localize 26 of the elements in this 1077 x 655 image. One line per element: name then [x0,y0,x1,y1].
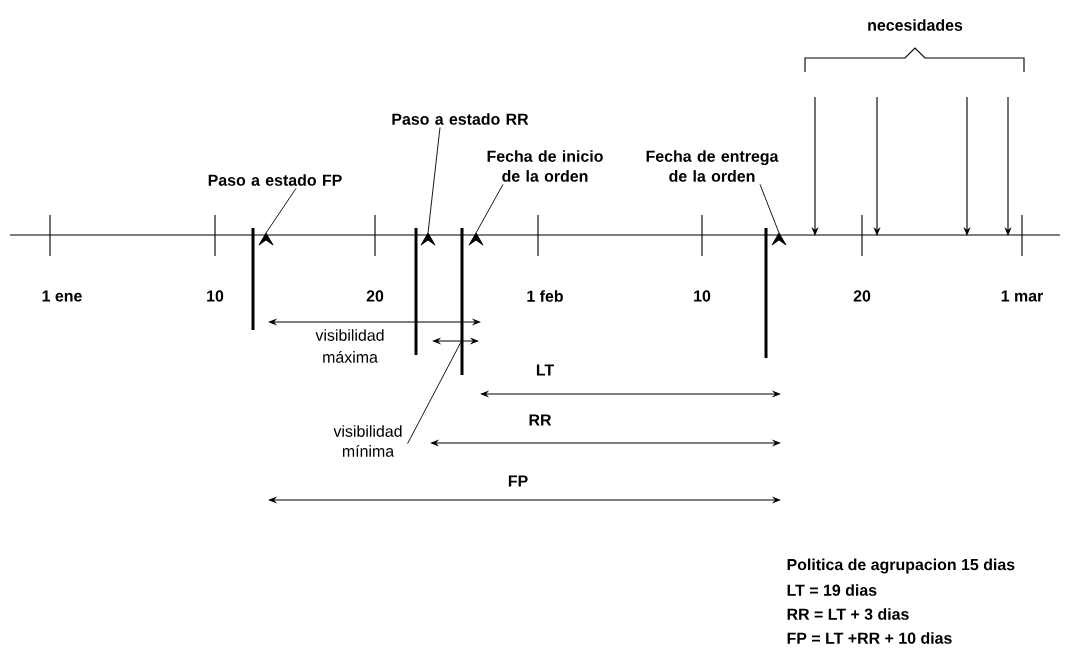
dimension-label: LT [536,364,554,376]
annotation-text: Fecha de inicio de la orden [487,150,603,182]
tick-label: 1 feb [527,290,563,302]
dimension-label: visibilidad máxima [315,329,384,363]
annotation-text: Paso a estado RR [392,113,529,125]
tick-label: 1 mar [1001,290,1043,302]
tick-label: 20 [853,290,871,302]
annotation-text: Fecha de entrega de la orden [646,150,779,182]
leader-line [258,187,297,246]
leader-line [468,183,504,246]
note-text: Politica de agrupacion 15 dias [787,558,1015,574]
dimension-label: FP [508,475,528,487]
tick-label: 10 [207,290,224,302]
callout-text: visibilidad mínima [333,425,402,457]
note-text: FP = LT +RR + 10 dias [787,632,952,644]
tick-label: 1 ene [42,290,82,302]
leader-line [407,341,462,445]
note-text: RR = LT + 3 dias [787,608,909,620]
annotation-text: Paso a estado FP [208,174,342,186]
leader-line [759,183,787,246]
group-label: necesidades [868,19,963,31]
tick-label: 20 [366,290,384,302]
note-text: LT = 19 dias [787,584,877,596]
dimension-label: RR [529,414,552,426]
tick-label: 10 [694,290,711,302]
leader-line [420,126,441,246]
